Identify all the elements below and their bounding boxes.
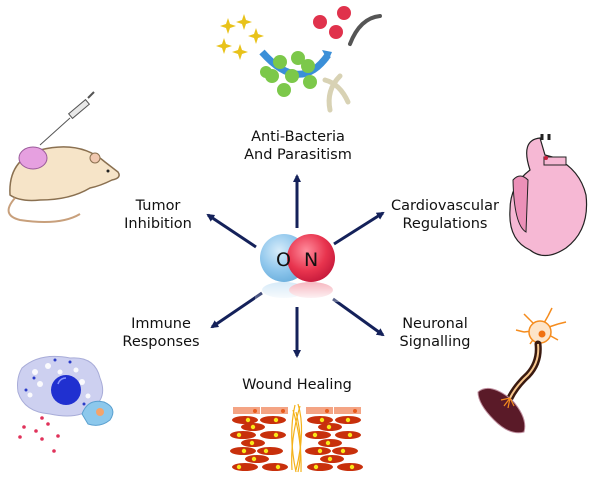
label-line: Wound Healing (242, 377, 352, 393)
label-line: Inhibition (124, 216, 192, 232)
heart-icon (509, 134, 588, 257)
macrophage-icon (17, 355, 114, 453)
label-line: Responses (122, 334, 200, 350)
label-line: Cardiovascular (391, 198, 499, 214)
label-cardiovascular: Cardiovascular Regulations (385, 197, 505, 233)
label-line: Neuronal (402, 316, 468, 332)
neuron-icon (477, 307, 567, 434)
label-line: Immune (131, 316, 191, 332)
molecule-reflection (255, 282, 340, 302)
label-anti-bacteria: Anti-Bacteria And Parasitism (228, 128, 368, 164)
nitrogen-atom (287, 234, 335, 282)
mouse-syringe-icon (7, 91, 120, 223)
label-line: Tumor (135, 198, 181, 214)
arrow-up-right (333, 211, 385, 246)
bacteria-parasite-icon (216, 6, 382, 113)
label-line: Regulations (402, 216, 488, 232)
arrow-down-right (332, 297, 385, 337)
label-line: Anti-Bacteria (251, 129, 345, 145)
arrow-up-left (206, 213, 257, 249)
tissue-cells-icon (230, 403, 363, 473)
arrow-down-left (210, 291, 263, 329)
label-line: And Parasitism (244, 147, 352, 163)
nitrogen-symbol: N (304, 249, 318, 271)
label-wound-healing: Wound Healing (232, 376, 362, 394)
label-neuronal: Neuronal Signalling (395, 315, 475, 351)
label-line: Signalling (399, 334, 471, 350)
label-immune: Immune Responses (116, 315, 206, 351)
oxygen-symbol: O (276, 249, 291, 271)
label-tumor: Tumor Inhibition (118, 197, 198, 233)
